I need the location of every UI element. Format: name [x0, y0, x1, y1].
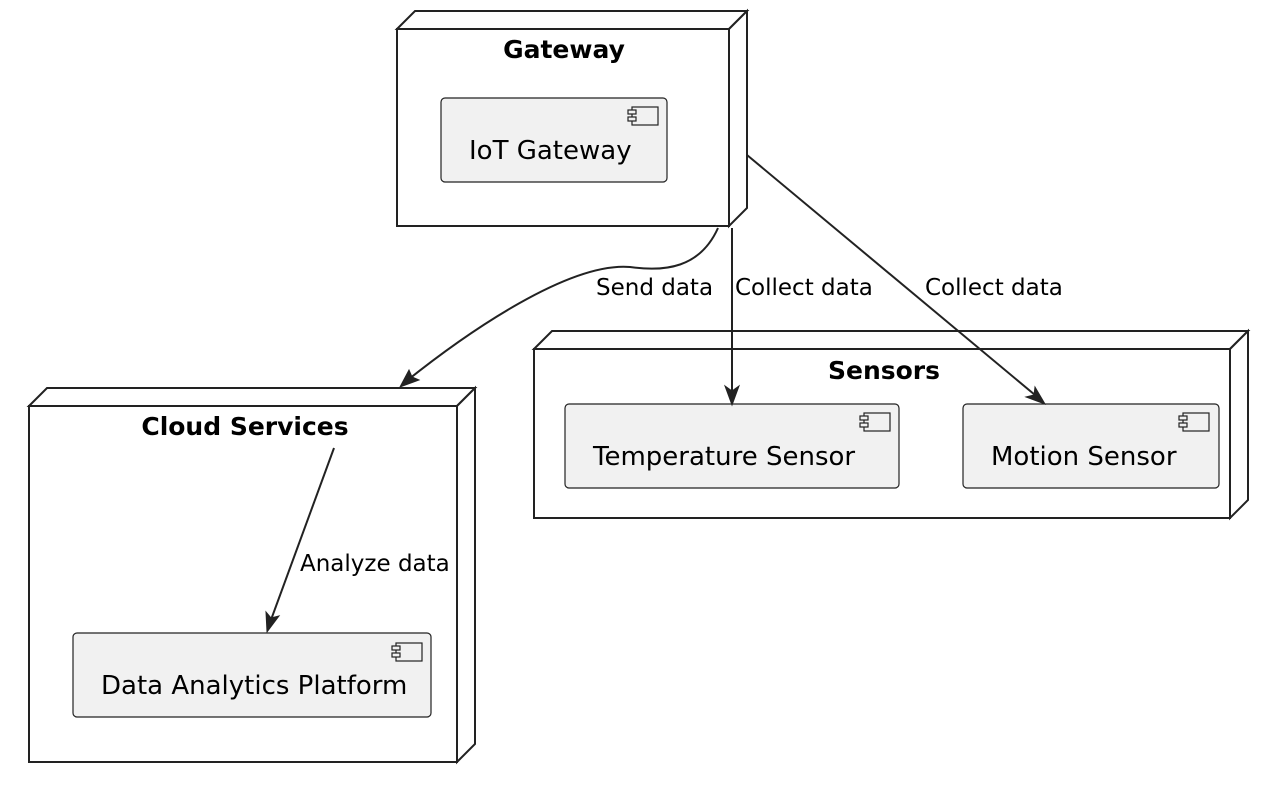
- motion-sensor-component: Motion Sensor: [962, 403, 1220, 489]
- data-analytics-platform-label: Data Analytics Platform: [101, 671, 407, 701]
- arrowhead-icon: [723, 384, 741, 407]
- motion-sensor-label: Motion Sensor: [991, 442, 1177, 472]
- cloud-services-node: Cloud Services Data Analytics Platform: [26, 385, 478, 765]
- edge-label-collect-temperature: Collect data: [735, 275, 873, 301]
- iot-gateway-label: IoT Gateway: [469, 136, 632, 166]
- component-icon: [391, 642, 423, 662]
- component-icon: [627, 106, 659, 126]
- edge-label-analyze-data: Analyze data: [300, 551, 450, 577]
- temperature-sensor-label: Temperature Sensor: [592, 442, 855, 472]
- arrowhead-icon: [398, 368, 421, 388]
- edge-collect-temperature: Collect data: [723, 228, 873, 407]
- temperature-sensor-component: Temperature Sensor: [564, 403, 900, 489]
- edge-analyze-data: Analyze data: [265, 447, 450, 634]
- edge-send-data: Send data: [398, 227, 719, 388]
- arrowhead-icon: [265, 610, 281, 634]
- sensors-node: Sensors Temperature Sensor Motion Sensor: [531, 328, 1251, 521]
- gateway-title: Gateway: [503, 35, 625, 64]
- component-icon: [1178, 412, 1210, 432]
- iot-gateway-component: IoT Gateway: [440, 97, 668, 183]
- edge-label-send-data: Send data: [596, 275, 713, 301]
- cloud-services-title: Cloud Services: [141, 412, 348, 441]
- gateway-node: Gateway IoT Gateway: [394, 8, 750, 229]
- arrowhead-icon: [1024, 385, 1047, 405]
- sensors-title: Sensors: [828, 356, 940, 385]
- component-icon: [859, 412, 891, 432]
- edge-label-collect-motion: Collect data: [925, 275, 1063, 301]
- edge-collect-motion: Collect data: [746, 154, 1063, 405]
- data-analytics-platform-component: Data Analytics Platform: [72, 632, 432, 718]
